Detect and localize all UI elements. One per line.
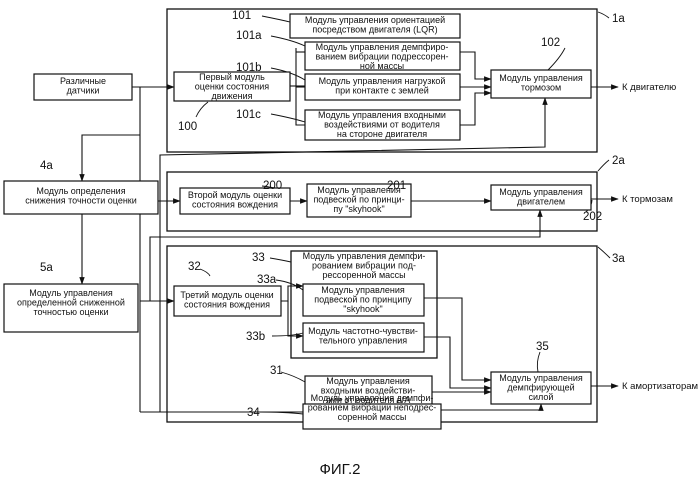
output-engine: К двигателю xyxy=(622,82,676,93)
text-33b: Модуль частотно-чувстви-тельного управле… xyxy=(308,326,418,346)
text-200: Второй модуль оценкисостояния вождения xyxy=(188,190,282,210)
text-33: Модуль управления демпфи-рованием вибрац… xyxy=(303,251,426,280)
label-33a: 33a xyxy=(257,274,277,286)
label-3a: 3a xyxy=(612,253,625,265)
text-101b: Модуль управления нагрузкойпри контакте … xyxy=(319,76,446,96)
label-5a: 5a xyxy=(40,262,53,274)
label-201: 201 xyxy=(387,180,406,192)
label-101b: 101b xyxy=(236,62,262,74)
label-100: 100 xyxy=(178,121,197,133)
label-31: 31 xyxy=(270,365,283,377)
label-35: 35 xyxy=(536,341,549,353)
label-2a: 2a xyxy=(612,155,625,167)
output-brakes: К тормозам xyxy=(622,194,673,205)
label-202: 202 xyxy=(583,211,602,223)
text-32: Третий модуль оценкисостояния вождения xyxy=(180,290,273,310)
label-33: 33 xyxy=(252,252,265,264)
text-101: Модуль управления ориентациейпосредством… xyxy=(305,15,445,35)
label-34: 34 xyxy=(247,407,260,419)
figure-caption: ФИГ.2 xyxy=(320,461,361,478)
label-101a: 101a xyxy=(236,30,262,42)
output-dampers: К амортизаторам xyxy=(622,381,698,392)
label-33b: 33b xyxy=(246,331,265,343)
text-4a: Модуль определенияснижения точности оцен… xyxy=(25,186,137,206)
label-101: 101 xyxy=(232,10,251,22)
text-sensors: Различныедатчики xyxy=(60,76,106,96)
label-1a: 1a xyxy=(612,13,625,25)
label-102: 102 xyxy=(541,37,560,49)
label-32: 32 xyxy=(188,261,201,273)
label-200: 200 xyxy=(263,180,282,192)
label-4a: 4a xyxy=(40,160,53,172)
label-101c: 101c xyxy=(236,109,261,121)
text-101c: Модуль управления входнымивоздействиями … xyxy=(318,110,446,139)
